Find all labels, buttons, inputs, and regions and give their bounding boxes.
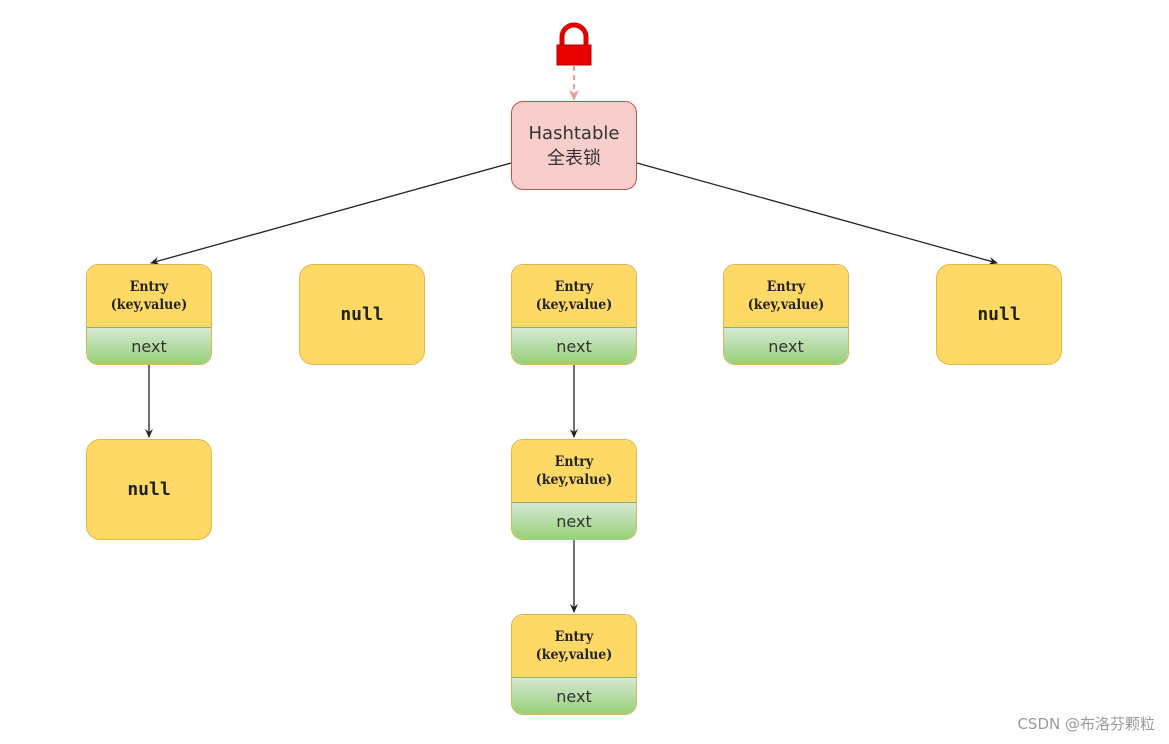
- entry-fields: (key,value): [535, 472, 613, 488]
- entry-next: next: [724, 327, 848, 364]
- entry-next: next: [87, 327, 211, 364]
- edge-root-bucket-0: [150, 162, 512, 265]
- entry-head: Entry (key,value): [512, 265, 636, 327]
- entry-title: Entry: [554, 279, 594, 295]
- chain-0-null: null: [86, 439, 212, 540]
- root-subtitle: 全表锁: [547, 147, 601, 169]
- hashtable-root-node: Hashtable 全表锁: [511, 101, 637, 190]
- bucket-4-null: null: [936, 264, 1062, 365]
- entry-head: Entry (key,value): [512, 440, 636, 502]
- entry-next: next: [512, 677, 636, 714]
- entry-fields: (key,value): [535, 297, 613, 313]
- entry-head: Entry (key,value): [512, 615, 636, 677]
- chain-2-entry-1: Entry (key,value) next: [511, 439, 637, 540]
- entry-head: Entry (key,value): [87, 265, 211, 327]
- bucket-3-entry: Entry (key,value) next: [723, 264, 849, 365]
- lock-icon: [556, 22, 592, 66]
- entry-head: Entry (key,value): [724, 265, 848, 327]
- bucket-0-entry: Entry (key,value) next: [86, 264, 212, 365]
- bucket-2-entry: Entry (key,value) next: [511, 264, 637, 365]
- entry-fields: (key,value): [747, 297, 825, 313]
- chain-2-entry-2: Entry (key,value) next: [511, 614, 637, 715]
- entry-next: next: [512, 502, 636, 539]
- entry-title: Entry: [554, 454, 594, 470]
- entry-fields: (key,value): [110, 297, 188, 313]
- edge-root-bucket-4: [636, 162, 998, 265]
- entry-title: Entry: [554, 629, 594, 645]
- entry-next: next: [512, 327, 636, 364]
- entry-fields: (key,value): [535, 647, 613, 663]
- root-title: Hashtable: [528, 122, 620, 144]
- entry-title: Entry: [129, 279, 169, 295]
- bucket-1-null: null: [299, 264, 425, 365]
- entry-title: Entry: [766, 279, 806, 295]
- watermark: CSDN @布洛芬颗粒: [1017, 715, 1155, 733]
